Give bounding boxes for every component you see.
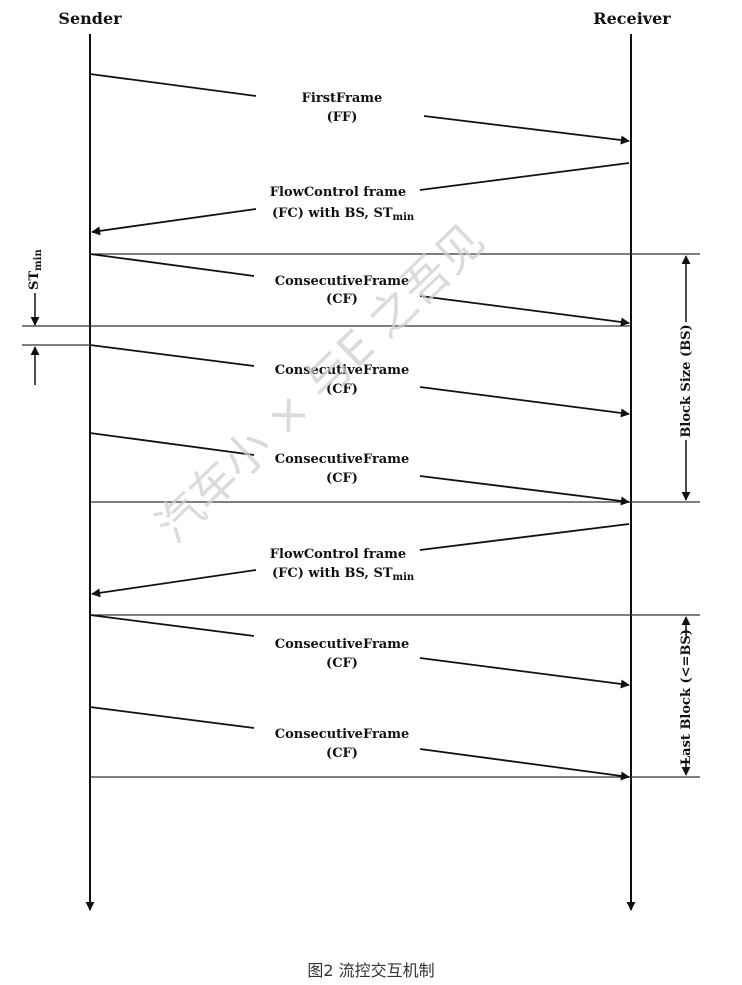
cf4-label-line2: (CF)	[326, 656, 358, 671]
stmin-label: STmin	[27, 249, 44, 290]
message-consecutive-frame-4: ConsecutiveFrame (CF)	[89, 614, 630, 689]
fc2-label-line2: (FC) with BS, STmin	[272, 566, 415, 583]
fc1-label-line1: FlowControl frame	[270, 185, 406, 200]
stmin-indicator: STmin	[27, 249, 44, 385]
cf3-label-line2: (CF)	[326, 471, 358, 486]
message-flow-control-2: FlowControl frame (FC) with BS, STmin	[91, 523, 630, 598]
figure-caption: 图2 流控交互机制	[307, 961, 435, 980]
cf4-label-line1: ConsecutiveFrame	[275, 637, 410, 652]
cf2-label-line1: ConsecutiveFrame	[275, 363, 410, 378]
fc1-label-line2: (FC) with BS, STmin	[272, 206, 415, 223]
last-block-label: Last Block (<=BS)	[679, 629, 694, 765]
message-flow-control-1: FlowControl frame (FC) with BS, STmin	[91, 162, 630, 236]
ff-label-line1: FirstFrame	[302, 91, 383, 106]
cf2-label-line2: (CF)	[326, 382, 358, 397]
message-consecutive-frame-5: ConsecutiveFrame (CF)	[89, 706, 630, 781]
ff-label-line2: (FF)	[327, 110, 358, 125]
fc2-label-line1: FlowControl frame	[270, 547, 406, 562]
cf5-label-line2: (CF)	[326, 746, 358, 761]
block-size-bracket: Block Size (BS)	[675, 255, 697, 501]
message-first-frame: FirstFrame (FF)	[89, 73, 630, 145]
message-consecutive-frame-1: ConsecutiveFrame (CF)	[89, 253, 630, 327]
last-block-bracket: Last Block (<=BS)	[675, 616, 697, 776]
cf5-label-line1: ConsecutiveFrame	[275, 727, 410, 742]
cf3-label-line1: ConsecutiveFrame	[275, 452, 410, 467]
sender-label: Sender	[58, 9, 122, 28]
message-consecutive-frame-3: ConsecutiveFrame (CF)	[89, 432, 630, 506]
message-consecutive-frame-2: ConsecutiveFrame (CF)	[89, 344, 630, 418]
separators	[22, 253, 700, 778]
receiver-label: Receiver	[593, 9, 671, 28]
cf1-label-line1: ConsecutiveFrame	[275, 274, 410, 289]
cf1-label-line2: (CF)	[326, 292, 358, 307]
block-size-label: Block Size (BS)	[679, 324, 694, 437]
